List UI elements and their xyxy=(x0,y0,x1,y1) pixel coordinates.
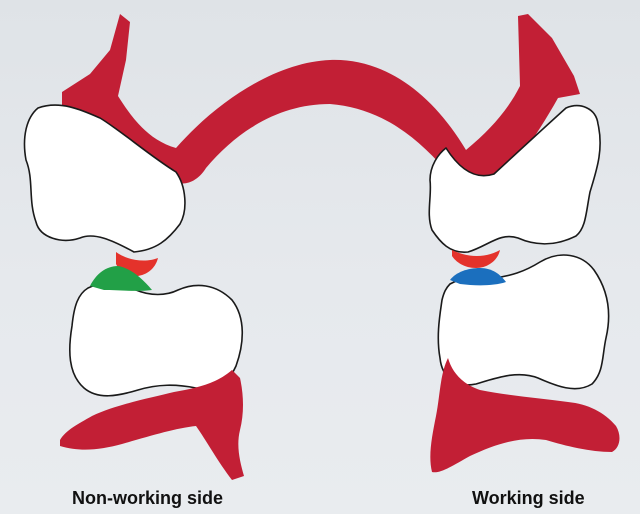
lower-tooth-left xyxy=(70,283,242,396)
working-side-label: Working side xyxy=(472,488,585,509)
contact-upper-right-red xyxy=(452,250,500,268)
contact-lower-right-blue xyxy=(450,268,506,285)
non-working-side-label: Non-working side xyxy=(72,488,223,509)
upper-tooth-left xyxy=(25,105,185,252)
